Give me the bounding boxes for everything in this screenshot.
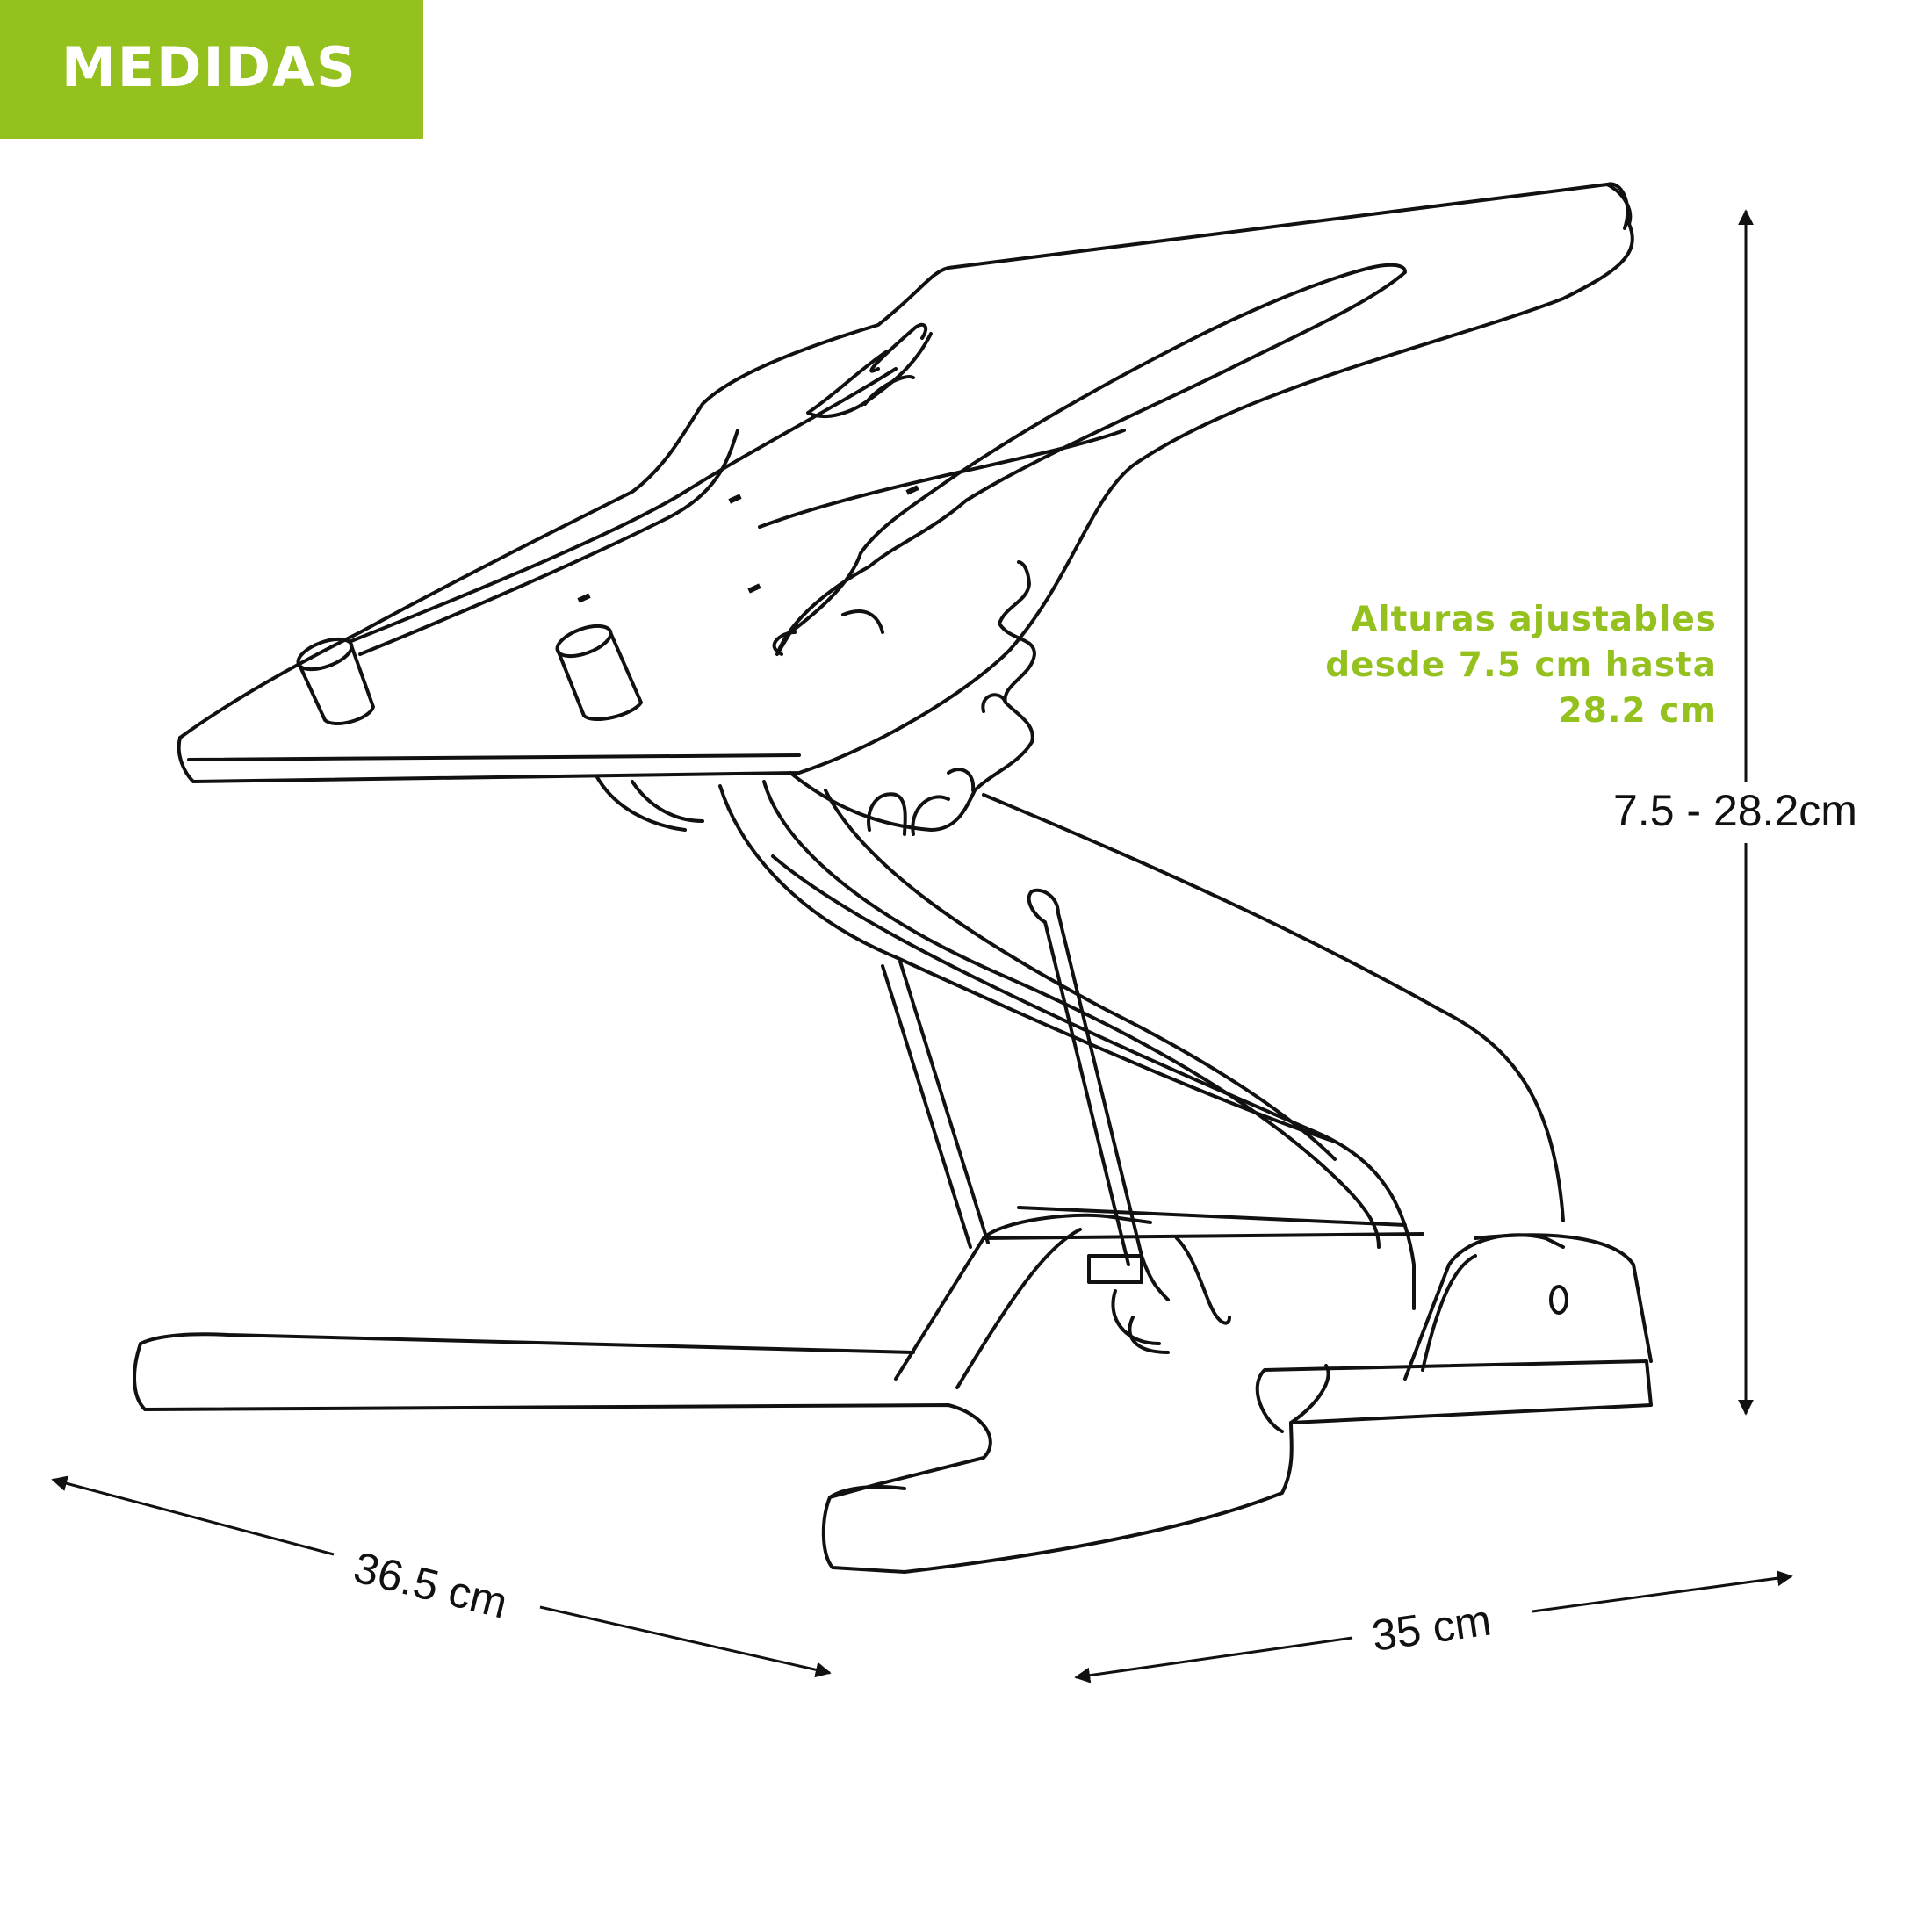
depth-arrow-right (539, 1605, 832, 1678)
callout-line-1: Alturas ajustables (1351, 600, 1717, 639)
depth-dimension-label: 36.5 cm (349, 1542, 512, 1627)
adjustment-lever (1027, 888, 1231, 1354)
support-arm (718, 780, 1565, 1310)
callout-line-2: desde 7.5 cm hasta (1325, 645, 1717, 685)
support-strut (881, 960, 990, 1249)
left-hinge-block (894, 1206, 1424, 1389)
base-plate (133, 1233, 1653, 1574)
width-arrow-right (1532, 1570, 1793, 1613)
depth-arrow-left (51, 1475, 335, 1556)
right-hinge-block (1403, 1233, 1568, 1381)
width-dimension-label: 35 cm (1369, 1595, 1495, 1660)
tray-marks (577, 485, 919, 603)
top-tray (177, 182, 1634, 783)
height-callout: Alturas ajustables desde 7.5 cm hasta 28… (1225, 597, 1717, 734)
title-badge: MEDIDAS (0, 0, 423, 139)
callout-line-3: 28.2 cm (1558, 691, 1717, 731)
tray-slots (350, 263, 1407, 656)
title-label: MEDIDAS (61, 35, 357, 99)
height-dimension-label: 7.5 - 28.2cm (1613, 786, 1857, 835)
tray-peg-left (296, 637, 375, 725)
ratchet-gear (595, 560, 1036, 836)
width-arrow-left (1074, 1636, 1353, 1683)
tray-peg-center (555, 624, 643, 721)
